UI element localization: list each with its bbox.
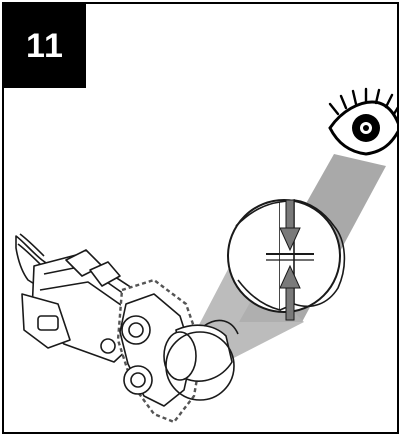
magnified-detail [227,199,346,321]
press-tool-illustration [15,87,397,424]
arrow-up-icon [279,264,301,321]
detail-marker-circle [165,331,235,401]
instruction-panel: 11 [2,2,399,434]
step-number-badge: 11 [4,4,86,88]
press-tool [15,233,239,424]
arrow-down-icon [279,199,301,252]
eye-icon [328,87,397,156]
